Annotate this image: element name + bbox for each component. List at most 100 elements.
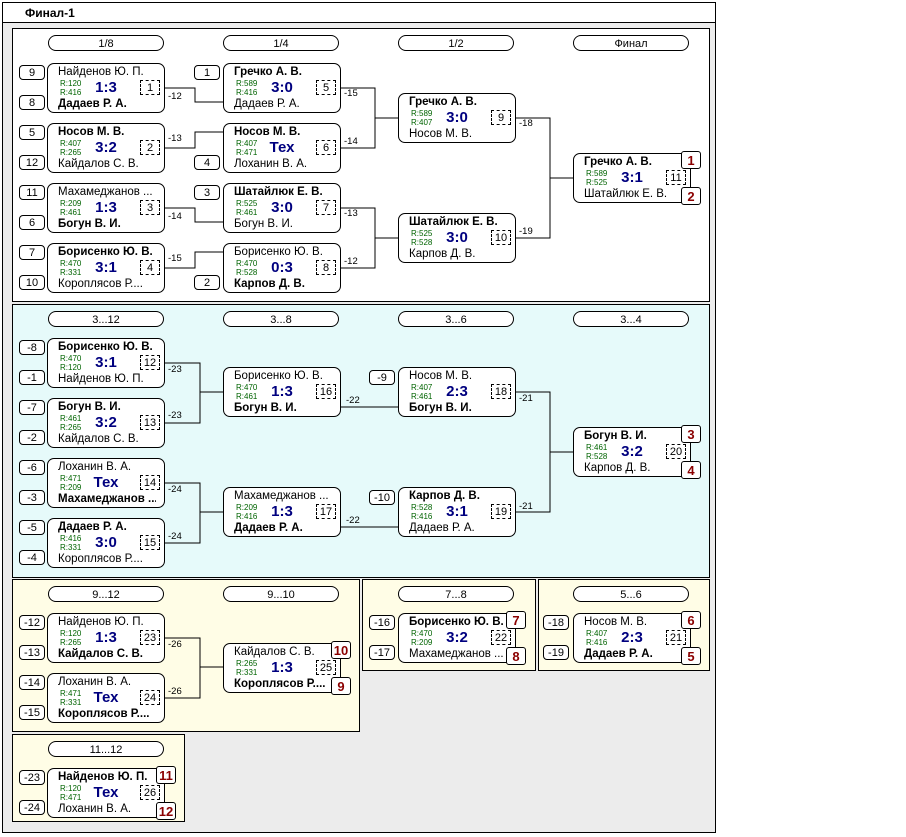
loser-target: -18 xyxy=(519,118,533,129)
player-top: Борисенко Ю. В. xyxy=(409,616,504,628)
seed-number: 8 xyxy=(19,95,45,110)
match-number: 22 xyxy=(491,630,511,645)
player-bottom: Лоханин В. А. xyxy=(58,803,132,815)
place-badge: 5 xyxy=(681,647,701,665)
rating-top: R:120 xyxy=(60,79,82,88)
match-number: 26 xyxy=(140,785,160,800)
match-score: 3:1 xyxy=(95,259,117,276)
loser-target: -23 xyxy=(168,410,182,421)
player-top: Носов М. В. xyxy=(584,616,648,628)
place-badge: 10 xyxy=(331,641,351,659)
match-score: 1:3 xyxy=(95,199,117,216)
match-box-10[interactable]: Шатайлюк Е. В. R:525 3:0 R:528 Карпов Д.… xyxy=(398,213,516,263)
round-header-final: Финал xyxy=(573,35,689,51)
loser-target: -14 xyxy=(168,211,182,222)
match-score: Тех xyxy=(93,474,119,491)
match-box-6[interactable]: Носов М. В. R:407 Тех R:471 Лоханин В. А… xyxy=(223,123,341,173)
place-badge: 8 xyxy=(506,647,526,665)
seed-number: 9 xyxy=(19,65,45,80)
rating-top: R:589 xyxy=(236,79,258,88)
player-bottom: Носов М. В. xyxy=(409,128,473,140)
player-top: Борисенко Ю. В. xyxy=(58,341,153,353)
match-score: 1:3 xyxy=(271,659,293,676)
match-box-26[interactable]: Найденов Ю. П. R:120 Тех R:471 Лоханин В… xyxy=(47,768,165,818)
seed-number: 12 xyxy=(19,155,45,170)
match-box-22[interactable]: Борисенко Ю. В. R:470 3:2 R:209 Махамедж… xyxy=(398,613,516,663)
seed-number: -4 xyxy=(19,550,45,565)
match-number: 20 xyxy=(666,444,686,459)
match-box-8[interactable]: Борисенко Ю. В. R:470 0:3 R:528 Карпов Д… xyxy=(223,243,341,293)
rating-bottom: R:461 xyxy=(236,392,258,401)
seed-number: 1 xyxy=(194,65,220,80)
player-top: Найденов Ю. П. xyxy=(58,771,148,783)
match-box-7[interactable]: Шатайлюк Е. В. R:525 3:0 R:461 Богун В. … xyxy=(223,183,341,233)
player-bottom: Богун В. И. xyxy=(234,218,293,230)
seed-number: 6 xyxy=(19,215,45,230)
match-number: 1 xyxy=(140,80,160,95)
match-box-12[interactable]: Борисенко Ю. В. R:470 3:1 R:120 Найденов… xyxy=(47,338,165,388)
round-header-1-8: 1/8 xyxy=(48,35,164,51)
match-box-17[interactable]: Махамеджанов ... R:209 1:3 R:416 Дадаев … xyxy=(223,487,341,537)
match-box-24[interactable]: Лоханин В. А. R:471 Тех R:331 Короплясов… xyxy=(47,673,165,723)
match-box-21[interactable]: Носов М. В. R:407 2:3 R:416 Дадаев Р. А.… xyxy=(573,613,691,663)
match-box-3[interactable]: Махамеджанов ... R:209 1:3 R:461 Богун В… xyxy=(47,183,165,233)
player-bottom: Дадаев Р. А. xyxy=(234,98,300,110)
match-box-25[interactable]: Кайдалов С. В. R:265 1:3 R:331 Короплясо… xyxy=(223,643,341,693)
match-box-14[interactable]: Лоханин В. А. R:471 Тех R:209 Махамеджан… xyxy=(47,458,165,508)
rating-bottom: R:416 xyxy=(411,512,433,521)
rating-bottom: R:461 xyxy=(60,208,82,217)
player-top: Богун В. И. xyxy=(58,401,121,413)
player-top: Карпов Д. В. xyxy=(409,490,480,502)
player-bottom: Махамеджанов ... xyxy=(409,648,504,660)
rating-top: R:471 xyxy=(60,689,82,698)
rating-bottom: R:416 xyxy=(236,512,258,521)
seed-number: -10 xyxy=(369,490,395,505)
loser-target: -26 xyxy=(168,639,182,650)
player-top: Найденов Ю. П. xyxy=(58,616,144,628)
place-badge: 11 xyxy=(156,766,176,784)
match-score: Тех xyxy=(93,784,119,801)
match-box-23[interactable]: Найденов Ю. П. R:120 1:3 R:265 Кайдалов … xyxy=(47,613,165,663)
rating-top: R:461 xyxy=(586,443,608,452)
rating-bottom: R:331 xyxy=(60,543,82,552)
match-number: 10 xyxy=(491,230,511,245)
match-box-9[interactable]: Гречко А. В. R:589 3:0 R:407 Носов М. В.… xyxy=(398,93,516,143)
seed-number: 3 xyxy=(194,185,220,200)
match-box-5[interactable]: Гречко А. В. R:589 3:0 R:416 Дадаев Р. А… xyxy=(223,63,341,113)
match-score: 3:1 xyxy=(95,354,117,371)
player-top: Гречко А. В. xyxy=(584,156,652,168)
player-bottom: Короплясов Р.... xyxy=(234,678,326,690)
match-box-2[interactable]: Носов М. В. R:407 3:2 R:265 Кайдалов С. … xyxy=(47,123,165,173)
player-top: Шатайлюк Е. В. xyxy=(409,216,498,228)
match-box-19[interactable]: Карпов Д. В. R:528 3:1 R:416 Дадаев Р. А… xyxy=(398,487,516,537)
match-box-13[interactable]: Богун В. И. R:461 3:2 R:265 Кайдалов С. … xyxy=(47,398,165,448)
match-number: 7 xyxy=(316,200,336,215)
seed-number: -13 xyxy=(19,645,45,660)
match-number: 9 xyxy=(491,110,511,125)
seed-number: -14 xyxy=(19,675,45,690)
rating-top: R:120 xyxy=(60,629,82,638)
loser-target: -26 xyxy=(168,686,182,697)
rating-bottom: R:331 xyxy=(60,698,82,707)
title-bar: Финал-1 xyxy=(3,3,715,23)
player-bottom: Дадаев Р. А. xyxy=(409,522,475,534)
rating-bottom: R:471 xyxy=(60,793,82,802)
match-box-20[interactable]: Богун В. И. R:461 3:2 R:528 Карпов Д. В.… xyxy=(573,427,691,477)
match-score: 2:3 xyxy=(621,629,643,646)
player-bottom: Карпов Д. В. xyxy=(234,278,305,290)
loser-target: -22 xyxy=(346,515,360,526)
rating-bottom: R:528 xyxy=(586,452,608,461)
loser-target: -13 xyxy=(344,208,358,219)
match-box-11[interactable]: Гречко А. В. R:589 3:1 R:525 Шатайлюк Е.… xyxy=(573,153,691,203)
player-bottom: Короплясов Р.... xyxy=(58,278,143,290)
player-top: Шатайлюк Е. В. xyxy=(234,186,323,198)
rating-top: R:470 xyxy=(236,383,258,392)
match-number: 12 xyxy=(140,355,160,370)
match-box-16[interactable]: Борисенко Ю. В. R:470 1:3 R:461 Богун В.… xyxy=(223,367,341,417)
match-box-15[interactable]: Дадаев Р. А. R:416 3:0 R:331 Короплясов … xyxy=(47,518,165,568)
match-box-18[interactable]: Носов М. В. R:407 2:3 R:461 Богун В. И. … xyxy=(398,367,516,417)
player-bottom: Дадаев Р. А. xyxy=(584,648,653,660)
place-badge: 6 xyxy=(681,611,701,629)
match-box-1[interactable]: Найденов Ю. П. R:120 1:3 R:416 Дадаев Р.… xyxy=(47,63,165,113)
match-box-4[interactable]: Борисенко Ю. В. R:470 3:1 R:331 Коропляс… xyxy=(47,243,165,293)
